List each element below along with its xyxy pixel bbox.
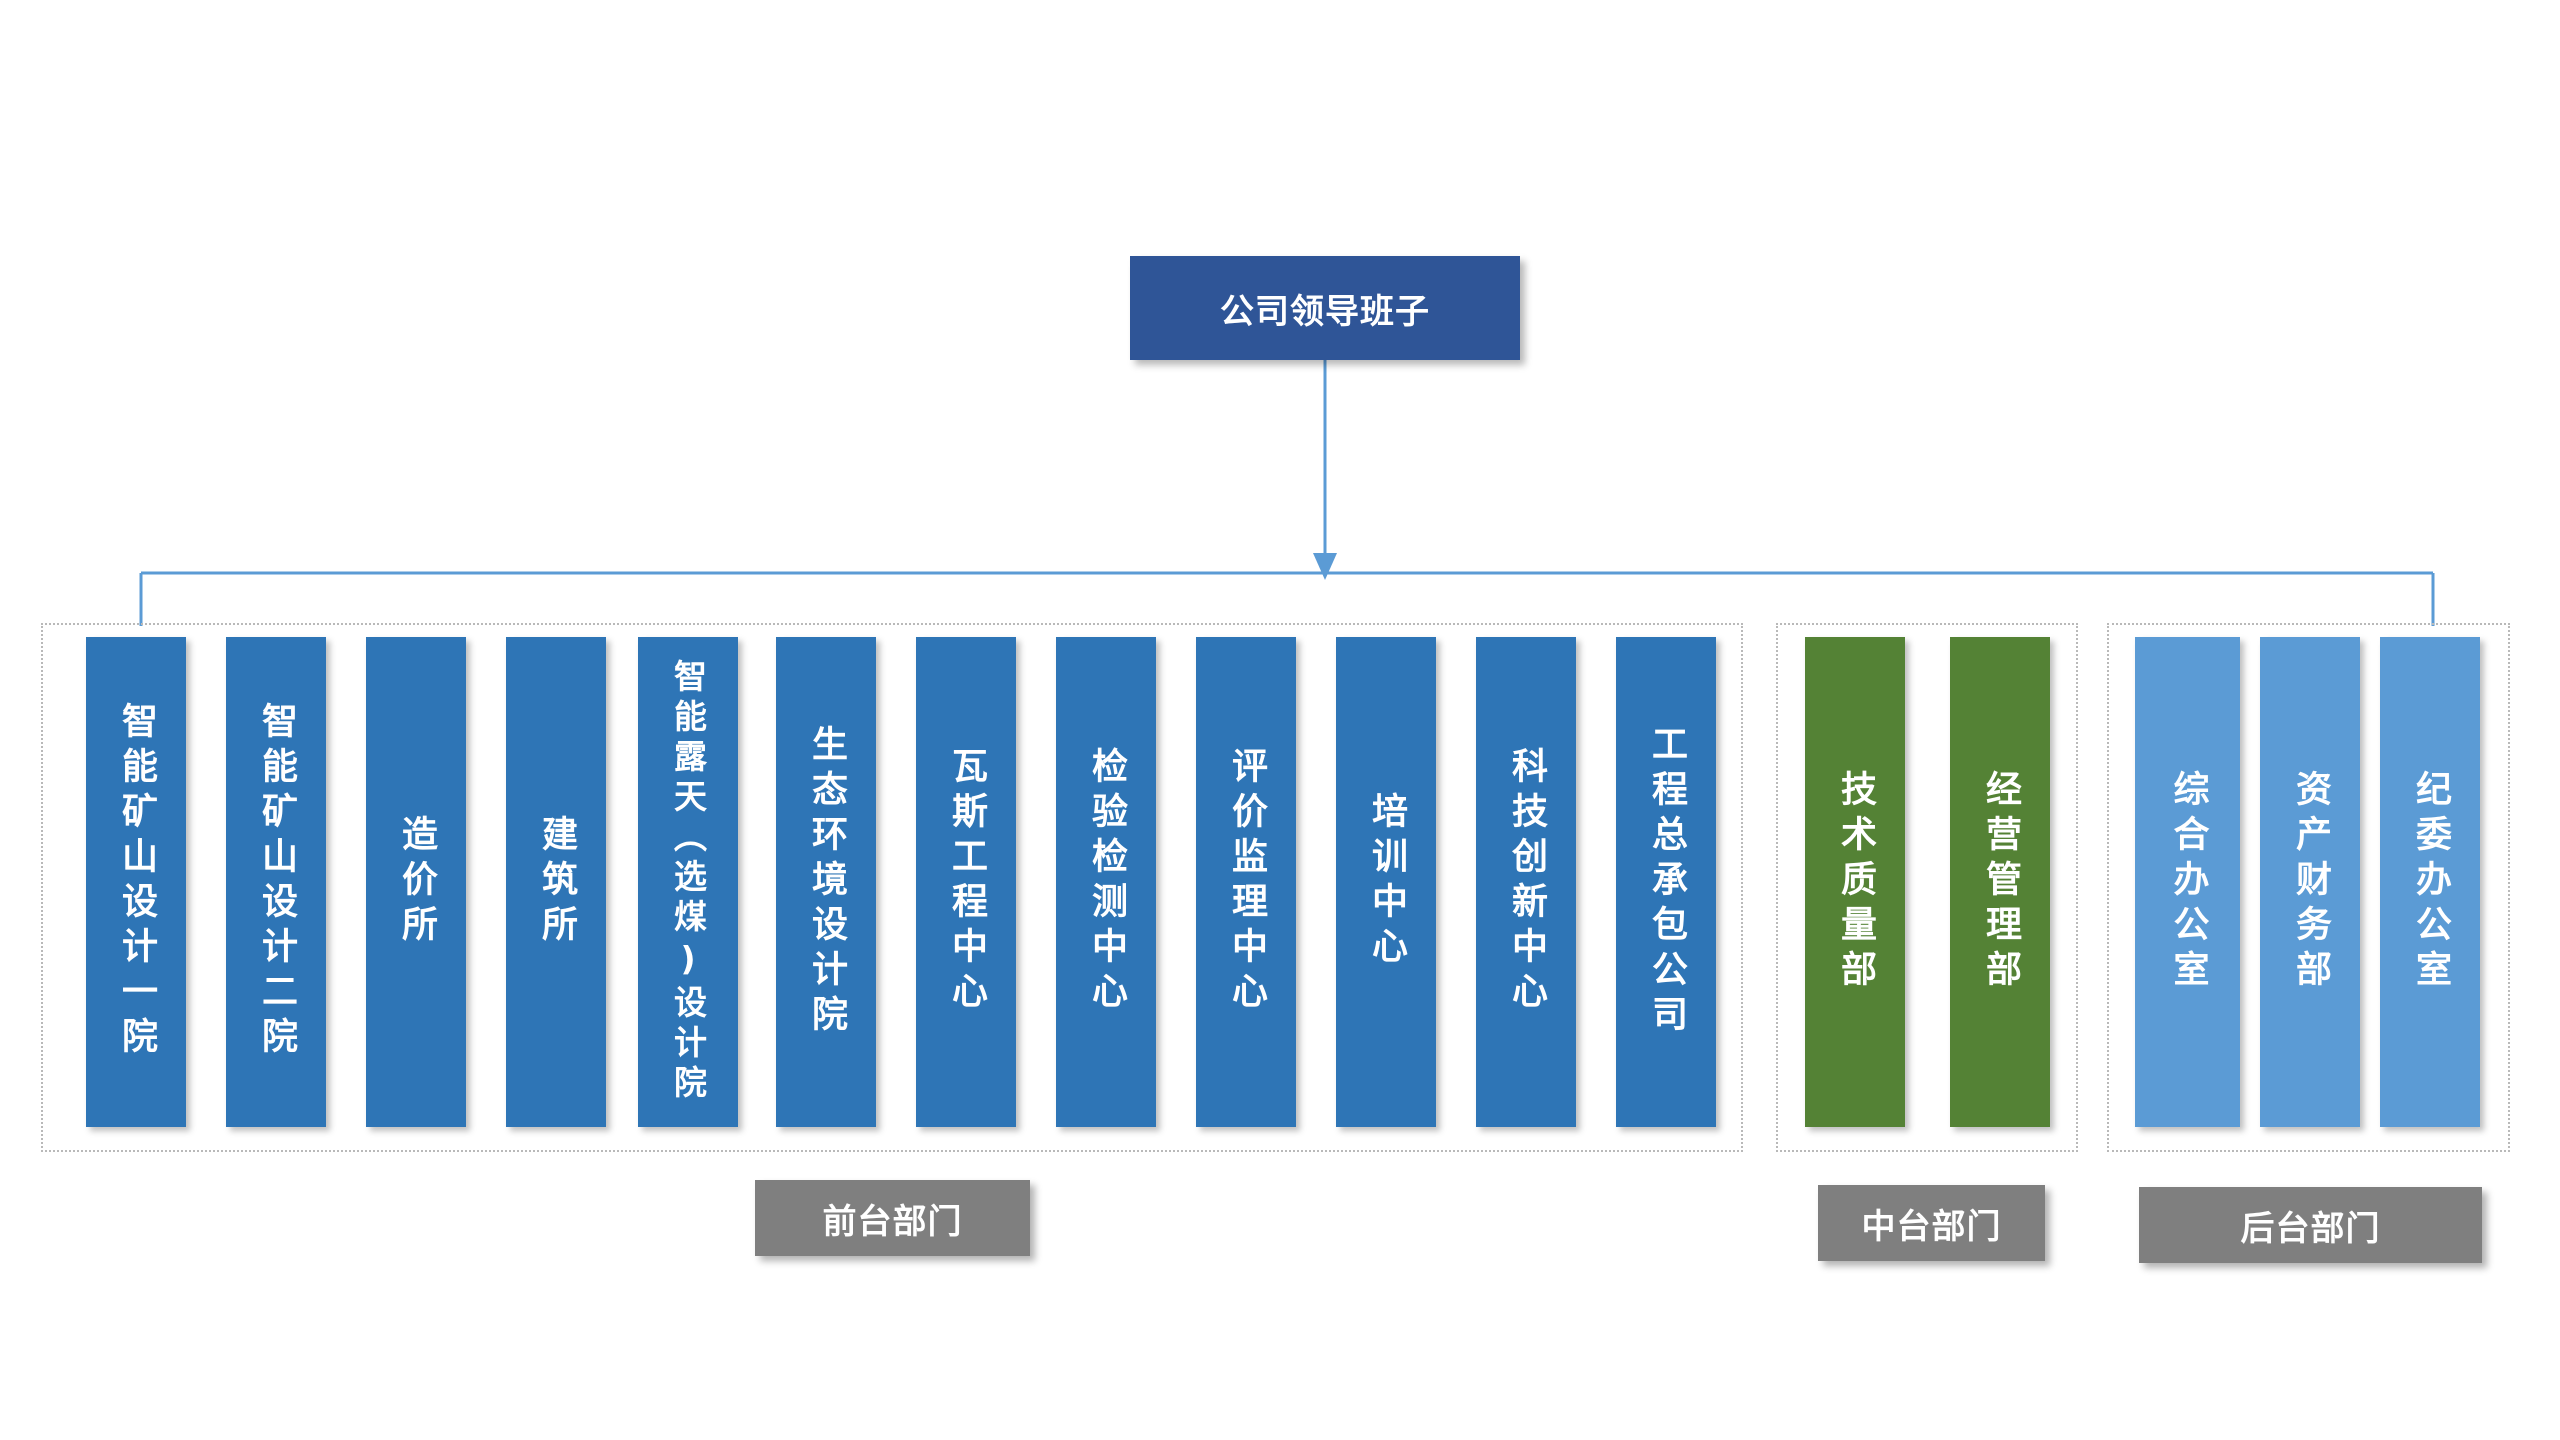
dept-box: 建筑所 <box>506 637 606 1127</box>
dept-box: 检验检测中心 <box>1056 637 1156 1127</box>
front-group-frame <box>41 623 1743 1152</box>
dept-box: 智能矿山设计一院 <box>86 637 186 1127</box>
dept-box: 造价所 <box>366 637 466 1127</box>
dept-label: 综合办公室 <box>2167 769 2209 995</box>
dept-box: 技术质量部 <box>1805 637 1905 1127</box>
middle-group-frame <box>1776 623 2078 1152</box>
group-tag-label: 后台部门 <box>2240 1208 2381 1249</box>
front-group-tag: 前台部门 <box>755 1180 1030 1256</box>
dept-label: 纪委办公室 <box>2410 769 2451 995</box>
dept-box: 综合办公室 <box>2135 637 2240 1127</box>
dept-box: 工程总承包公司 <box>1616 637 1716 1127</box>
dept-label: 智能矿山设计二院 <box>256 702 297 1062</box>
dept-label: 科技创新中心 <box>1506 747 1547 1017</box>
dept-box: 智能矿山设计二院 <box>226 637 326 1127</box>
leadership-box: 公司领导班子 <box>1130 256 1520 360</box>
leadership-label: 公司领导班子 <box>1220 291 1430 332</box>
dept-label: 资产财务部 <box>2290 769 2331 995</box>
dept-box: 资产财务部 <box>2260 637 2360 1127</box>
dept-box: 智能露天（选煤)设计院 <box>638 637 738 1127</box>
dept-label: 检验检测中心 <box>1086 747 1127 1017</box>
dept-label: 造价所 <box>396 814 437 950</box>
group-tag-label: 前台部门 <box>822 1201 963 1242</box>
dept-box: 瓦斯工程中心 <box>916 637 1016 1127</box>
dept-label: 经营管理部 <box>1980 769 2021 995</box>
dept-box: 纪委办公室 <box>2380 637 2480 1127</box>
dept-label: 瓦斯工程中心 <box>946 747 987 1017</box>
dept-label: 评价监理中心 <box>1226 747 1267 1017</box>
dept-label: 智能矿山设计一院 <box>116 702 157 1062</box>
dept-label: 技术质量部 <box>1835 769 1876 995</box>
dept-box: 评价监理中心 <box>1196 637 1296 1127</box>
back-group-frame <box>2107 623 2510 1152</box>
dept-box: 科技创新中心 <box>1476 637 1576 1127</box>
dept-box: 经营管理部 <box>1950 637 2050 1127</box>
dept-box: 培训中心 <box>1336 637 1436 1127</box>
group-tag-label: 中台部门 <box>1861 1206 2002 1247</box>
dept-box: 生态环境设计院 <box>776 637 876 1127</box>
middle-group-tag: 中台部门 <box>1818 1185 2045 1261</box>
dept-label: 建筑所 <box>536 814 577 950</box>
dept-label: 智能露天（选煤)设计院 <box>668 659 708 1105</box>
dept-label: 培训中心 <box>1366 792 1407 972</box>
back-group-tag: 后台部门 <box>2139 1187 2482 1263</box>
dept-label: 工程总承包公司 <box>1646 724 1687 1040</box>
dept-label: 生态环境设计院 <box>806 724 847 1040</box>
